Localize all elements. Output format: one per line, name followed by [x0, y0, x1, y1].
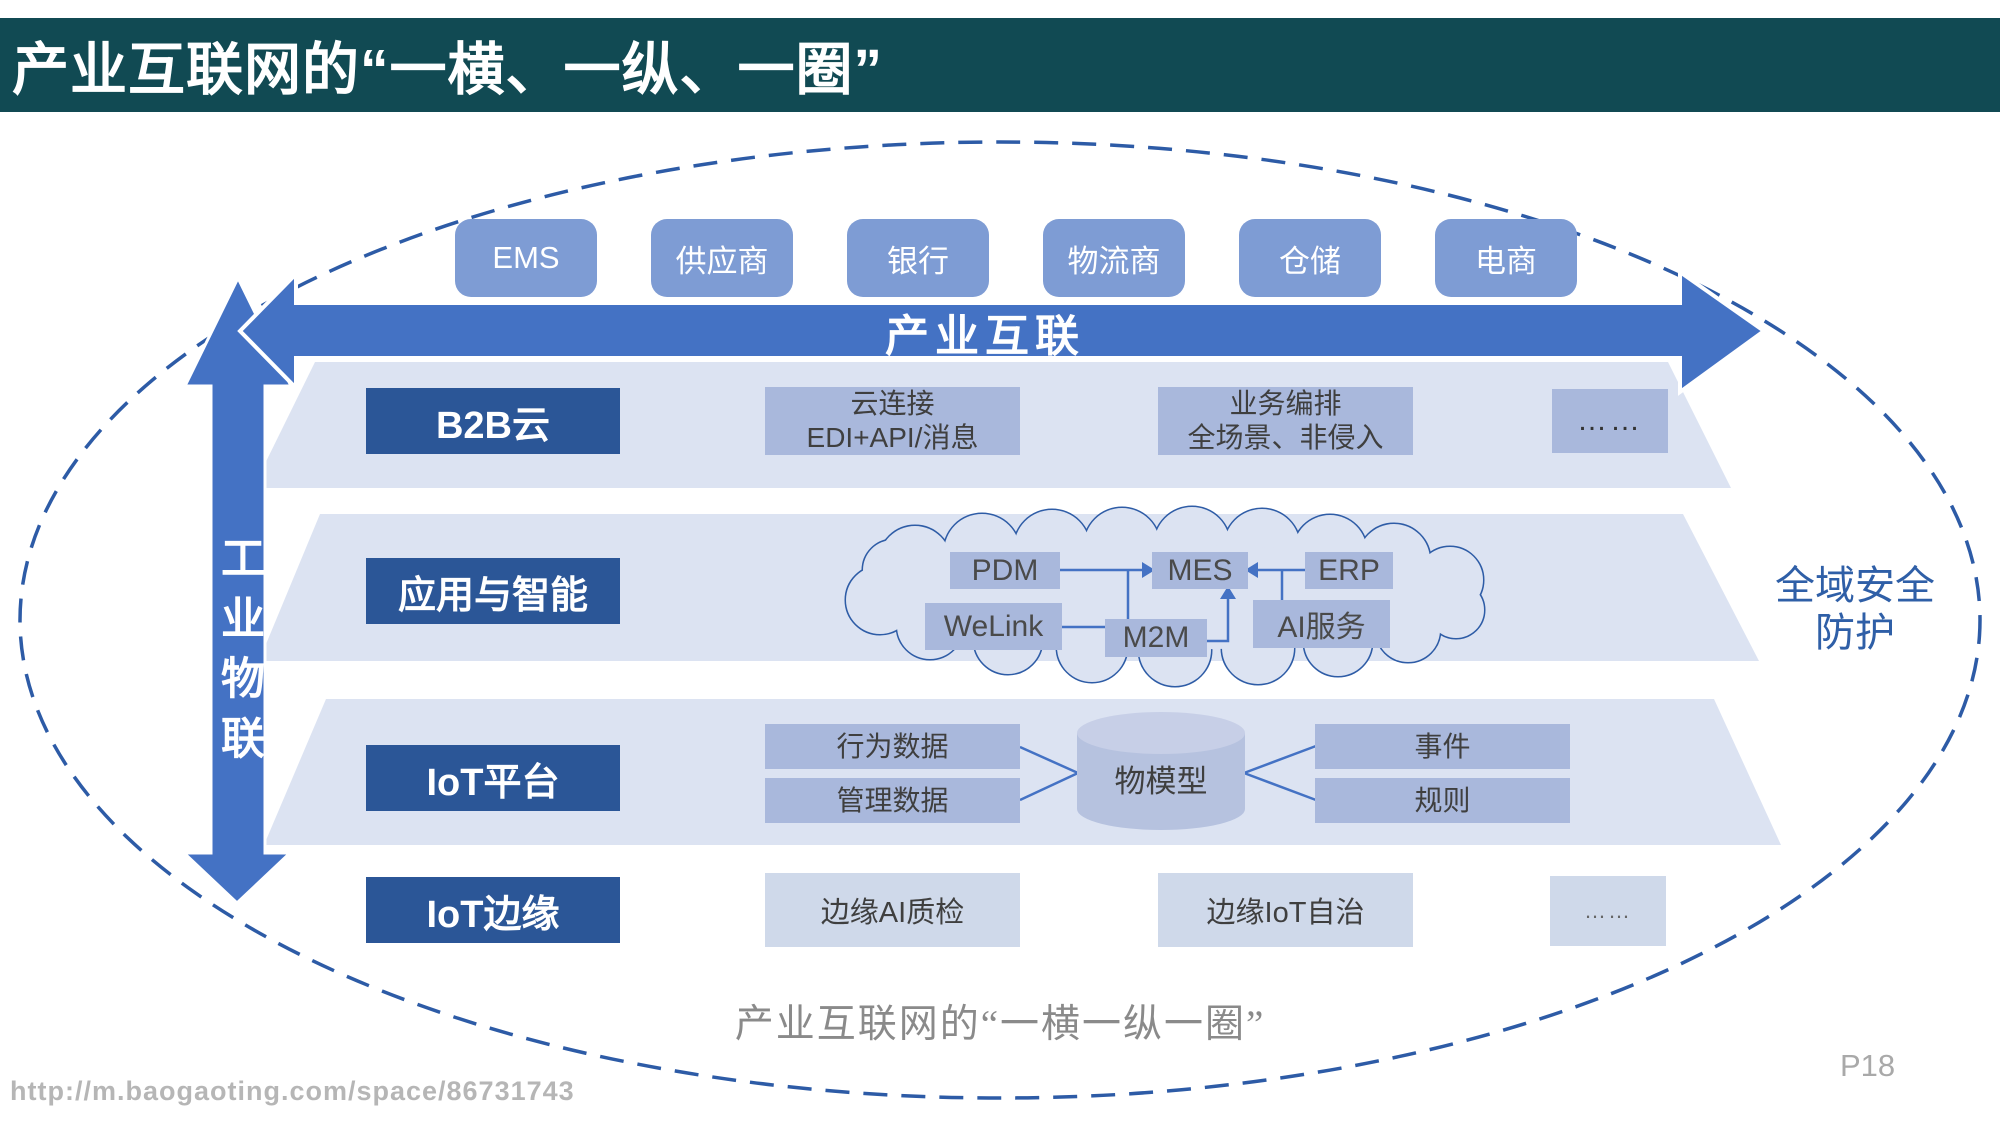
- cloud-node-pdm: PDM: [950, 552, 1060, 589]
- arrowhead-erp-to-mes: [1245, 562, 1258, 578]
- security-note: 全域安全 防护: [1745, 562, 1965, 656]
- edge-item-ai-inspection: 边缘AI质检: [765, 873, 1020, 947]
- layer-label-b2b: B2B云: [366, 388, 620, 454]
- b2b-item-orchestration: 业务编排 全场景、非侵入: [1158, 387, 1413, 455]
- iot-item-event: 事件: [1315, 724, 1570, 769]
- slide-header: [0, 18, 2000, 112]
- security-note-line2: 防护: [1815, 610, 1895, 655]
- partner-box-supplier: 供应商: [651, 219, 793, 297]
- thing-model-cylinder: [1077, 733, 1245, 830]
- industry-interconnect-arrow-label: 产业互联: [885, 312, 1085, 361]
- arrowhead-m2m-to-mes: [1220, 586, 1236, 599]
- security-note-line1: 全域安全: [1775, 563, 1935, 608]
- slide-title: 产业互联网的“一横、一纵、一圈”: [12, 38, 883, 102]
- cloud-node-ai: AI服务: [1253, 600, 1390, 648]
- cloud-node-erp: ERP: [1305, 552, 1393, 589]
- cloud-node-m2m: M2M: [1105, 619, 1207, 657]
- b2b-item-cloud-connect: 云连接 EDI+API/消息: [765, 387, 1020, 455]
- footer-caption: 产业互联网的“一横一纵一圈”: [734, 1003, 1266, 1046]
- cloud-node-mes: MES: [1152, 552, 1248, 589]
- arrowhead-pdm-to-mes: [1142, 562, 1155, 578]
- thing-model-connectors: [1019, 744, 1317, 802]
- b2b-item-more: ……: [1552, 389, 1668, 453]
- boundary-ellipse: [18, 140, 1982, 1100]
- b2b-item-cloud-connect-line2: EDI+API/消息: [806, 422, 979, 453]
- b2b-item-cloud-connect-line1: 云连接: [850, 388, 935, 419]
- partner-box-ecommerce: 电商: [1435, 219, 1577, 297]
- edge-item-iot-autonomy: 边缘IoT自治: [1158, 873, 1413, 947]
- industrial-iot-arrow: [180, 274, 294, 906]
- thing-model-cylinder-top: [1077, 712, 1245, 754]
- partner-box-ems: EMS: [455, 219, 597, 297]
- industry-interconnect-arrow: [237, 268, 1768, 396]
- page-number: P18: [1840, 1048, 1896, 1083]
- partner-box-logistics: 物流商: [1043, 219, 1185, 297]
- industrial-iot-arrow-label: 工业物联: [214, 535, 263, 775]
- b2b-item-orchestration-line1: 业务编排: [1229, 388, 1342, 419]
- b2b-item-orchestration-line2: 全场景、非侵入: [1187, 422, 1384, 453]
- iot-item-behavior-data: 行为数据: [765, 724, 1020, 769]
- partner-box-warehouse: 仓储: [1239, 219, 1381, 297]
- watermark: http://m.baogaoting.com/space/86731743: [10, 1076, 575, 1106]
- cloud-node-welink: WeLink: [925, 603, 1062, 650]
- partner-box-bank: 银行: [847, 219, 989, 297]
- layer-label-iot-edge: IoT边缘: [366, 877, 620, 943]
- iot-item-management-data: 管理数据: [765, 778, 1020, 823]
- edge-item-more: ……: [1550, 876, 1666, 946]
- layer-label-iot-platform: IoT平台: [366, 745, 620, 811]
- thing-model-label: 物模型: [1114, 763, 1208, 799]
- layer-label-apps: 应用与智能: [366, 558, 620, 624]
- iot-item-rule: 规则: [1315, 778, 1570, 823]
